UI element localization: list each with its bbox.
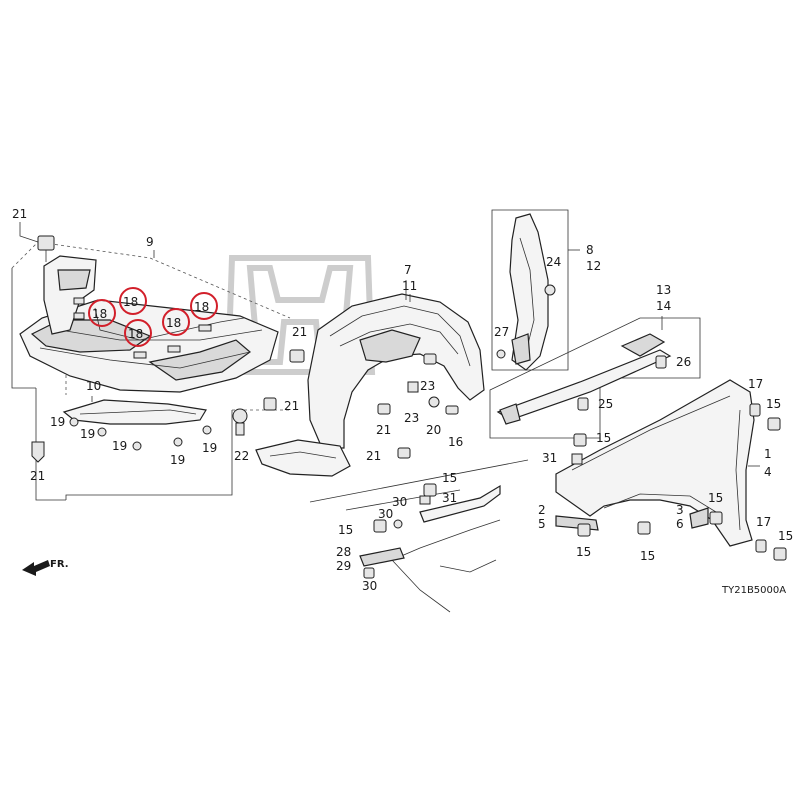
callout-30: 30 [362,579,377,593]
callout-5: 5 [538,517,546,531]
callout-21: 21 [292,325,307,339]
part-10-shield [62,396,207,425]
callout-17: 17 [748,377,763,391]
fastener-21-top-left [37,235,55,262]
callout-21: 21 [30,469,45,483]
callout-21: 21 [366,449,381,463]
leader-lines [19,222,760,467]
highlight-circle [190,292,218,320]
callout-15: 15 [778,529,793,543]
callout-19: 19 [50,415,65,429]
callout-19: 19 [202,441,217,455]
undercover-group [11,241,291,501]
callout-11: 11 [402,279,417,293]
callout-7: 7 [404,263,412,277]
callout-18: 18 [92,307,107,321]
callout-4: 4 [764,465,772,479]
callout-31: 31 [542,451,557,465]
diagram-code: TY21B5000A [721,585,786,596]
rocker-group [309,459,529,613]
callout-31: 31 [442,491,457,505]
callout-21: 21 [376,423,391,437]
callout-23: 23 [404,411,419,425]
front-fender-group [555,379,787,561]
callout-22: 22 [234,449,249,463]
callout-3: 3 [676,503,684,517]
direction-label: FR. [50,559,69,570]
callout-25: 25 [598,397,613,411]
callout-19: 19 [112,439,127,453]
callout-27: 27 [494,325,509,339]
callout-8: 8 [586,243,594,257]
callout-15: 15 [442,471,457,485]
callout-21: 21 [12,207,27,221]
callout-6: 6 [676,517,684,531]
callout-18: 18 [194,300,209,314]
callout-13: 13 [656,283,671,297]
callout-18: 18 [166,316,181,330]
callout-18: 18 [128,327,143,341]
callout-labels: 21 9 18 18 18 18 18 10 19 19 19 19 19 21… [12,207,793,596]
fastener-22 [232,408,248,436]
callout-15: 15 [708,491,723,505]
callout-10: 10 [86,379,101,393]
upper-rail-group [489,317,701,439]
callout-15: 15 [766,397,781,411]
fasteners-liner [377,396,459,459]
fastener-21-mid [263,349,305,411]
callout-17: 17 [756,515,771,529]
clip-19-row [69,417,212,451]
side-bracket-group [491,209,569,371]
fender-liner-group [255,280,485,477]
callout-16: 16 [448,435,463,449]
highlight-circle [88,299,116,327]
callout-29: 29 [336,559,351,573]
callout-12: 12 [586,259,601,273]
highlight-circle [162,308,190,336]
callout-30: 30 [392,495,407,509]
callout-15: 15 [596,431,611,445]
highlight-circle [119,287,147,315]
callout-21: 21 [284,399,299,413]
callout-19: 19 [170,453,185,467]
callout-15: 15 [640,549,655,563]
highlight-circle [124,319,152,347]
fastener-21-bottom-left [31,441,45,463]
callout-23: 23 [420,379,435,393]
callout-9: 9 [146,235,154,249]
callout-1: 1 [764,447,772,461]
callout-28: 28 [336,545,351,559]
callout-15: 15 [576,545,591,559]
callout-20: 20 [426,423,441,437]
callout-2: 2 [538,503,546,517]
callout-30: 30 [378,507,393,521]
callout-14: 14 [656,299,671,313]
highlight-markers [88,287,218,347]
callout-18: 18 [123,295,138,309]
front-direction-arrow: FR. [22,559,69,576]
callout-19: 19 [80,427,95,441]
callout-24: 24 [546,255,561,269]
callout-26: 26 [676,355,691,369]
callout-15: 15 [338,523,353,537]
